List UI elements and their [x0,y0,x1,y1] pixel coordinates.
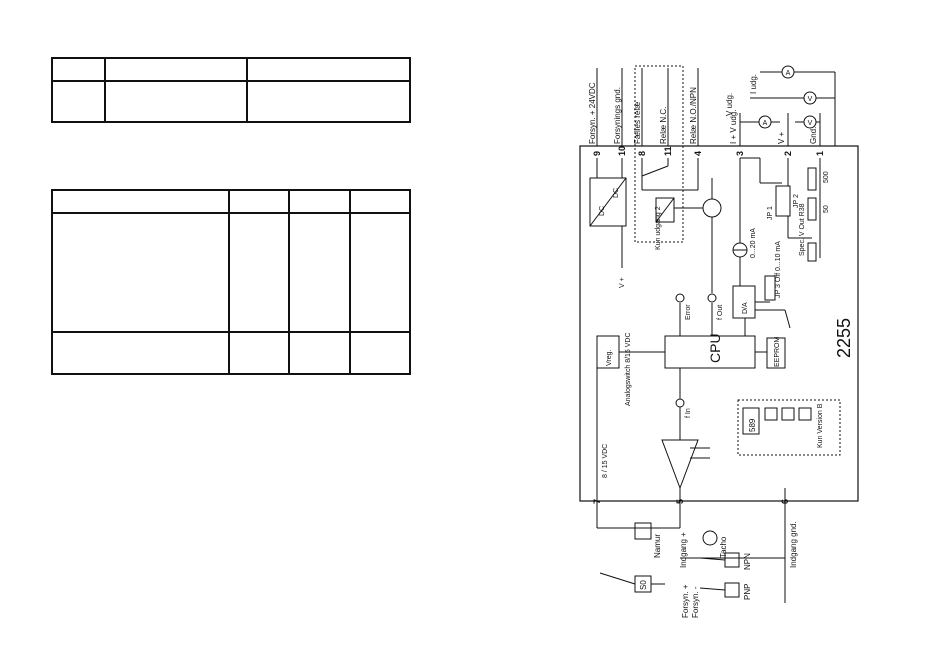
ammeter-bottom [758,115,772,129]
label-common-relay: Fælles relæ [633,102,642,144]
spec-vout-label: Spec. V Out R38 [799,203,806,256]
jp2-label: JP 2 [793,194,800,208]
model-number: 2255 [834,318,854,358]
eeprom-label: EEPROM [774,336,781,367]
terminal-8: 8 [637,151,647,156]
relay-note: Kun udgang 2 [655,206,662,250]
jp3-jumper [764,275,776,301]
pnp-sensor [724,582,740,598]
table-col-divider [228,191,230,373]
table-col-divider [349,191,351,373]
analog-switch-label: Analogswitch 8/15 VDC [625,332,632,406]
jp1-label: JP 1 [767,206,774,220]
label-relay-no-npn: Relæ N.O./NPN [689,87,698,144]
table-col-divider [104,59,106,121]
label-out-gnd: Gnd. [809,127,818,144]
current-range-label: 0...20 mA [750,228,757,258]
empty-table-top [51,57,411,123]
vreg-label: Vreg. [606,349,613,366]
f-in-label: f In [685,408,692,418]
label-supply-24vdc: Forsyn. + 24VDC [588,82,597,144]
jp2-jumper [775,185,791,217]
jp3-label: JP 3 Off 0...10 mA [775,241,782,298]
table-row-divider [53,80,409,82]
terminal-2: 2 [783,151,793,156]
terminal-11: 11 [663,146,673,156]
label-input-plus: Indgang + [679,532,688,568]
resistor-50 [807,197,817,221]
version-b-label: Kun Version B [817,403,824,448]
meter-symbol: V [808,120,813,127]
table-col-divider [246,59,248,121]
display-panel [737,399,841,456]
cpu-label: CPU [707,333,723,363]
error-label: Error [685,304,692,320]
label-pnp: PNP [743,584,752,600]
empty-table-bottom [51,189,411,375]
label-out-iplus-v: I + V udg. [729,110,738,144]
terminal-7: 7 [592,499,602,504]
ammeter-top [781,65,795,79]
label-supply-gnd: Forsynings gnd. [613,87,622,144]
label-relay-nc: Relæ N.C. [659,107,668,144]
voltmeter-bottom [803,115,817,129]
table-row-divider [53,331,409,333]
da-label: D/A [742,302,749,314]
terminal-5: 5 [675,499,685,504]
label-namur: Namur [653,534,662,558]
voltmeter-top [803,91,817,105]
label-supply-minus: Forsyn. - [691,586,700,618]
terminal-1: 1 [815,151,825,156]
relay-coil [655,197,675,223]
table-col-divider [288,191,290,373]
dc-right-label: DC [613,188,620,198]
label-s0: S0 [639,580,648,590]
label-meter-v: V udg. [725,93,734,116]
module-housing [579,145,859,502]
terminal-3: 3 [735,151,745,156]
vdc-8-15-label: 8 / 15 VDC [602,444,609,478]
v-plus-label: V + [619,277,626,288]
meter-symbol: A [786,70,791,77]
label-out-v-plus: V + [777,131,786,144]
f-out-label: f Out [717,305,724,320]
tacho-sensor [702,530,718,546]
table-row-divider [53,212,409,214]
meter-symbol: A [763,120,768,127]
label-npn: NPN [743,553,752,570]
label-meter-i: I udg. [749,74,758,94]
resistor-r38 [807,242,817,262]
resistor-500-label: 500 [823,171,830,183]
resistor-50-label: 50 [823,205,830,213]
seven-segment-display [742,407,760,435]
dcdc-converter [589,177,627,227]
terminal-6: 6 [780,499,790,504]
namur-sensor [634,522,652,540]
terminal-10: 10 [617,146,627,156]
label-tacho: Tacho [719,536,728,558]
eeprom-block [766,337,786,369]
block-diagram: A V A V Forsyn. + 24VDC Forsynings gnd. … [579,65,859,618]
terminal-4: 4 [693,151,703,156]
dc-left-label: DC [599,206,606,216]
meter-symbol: V [808,96,813,103]
schmitt-trigger [661,439,699,490]
label-input-gnd: Indgang gnd. [789,521,798,568]
display-value: 589 [748,418,757,432]
resistor-500 [807,167,817,191]
terminal-9: 9 [592,151,602,156]
label-supply-plus: Forsyn. + [681,584,690,618]
